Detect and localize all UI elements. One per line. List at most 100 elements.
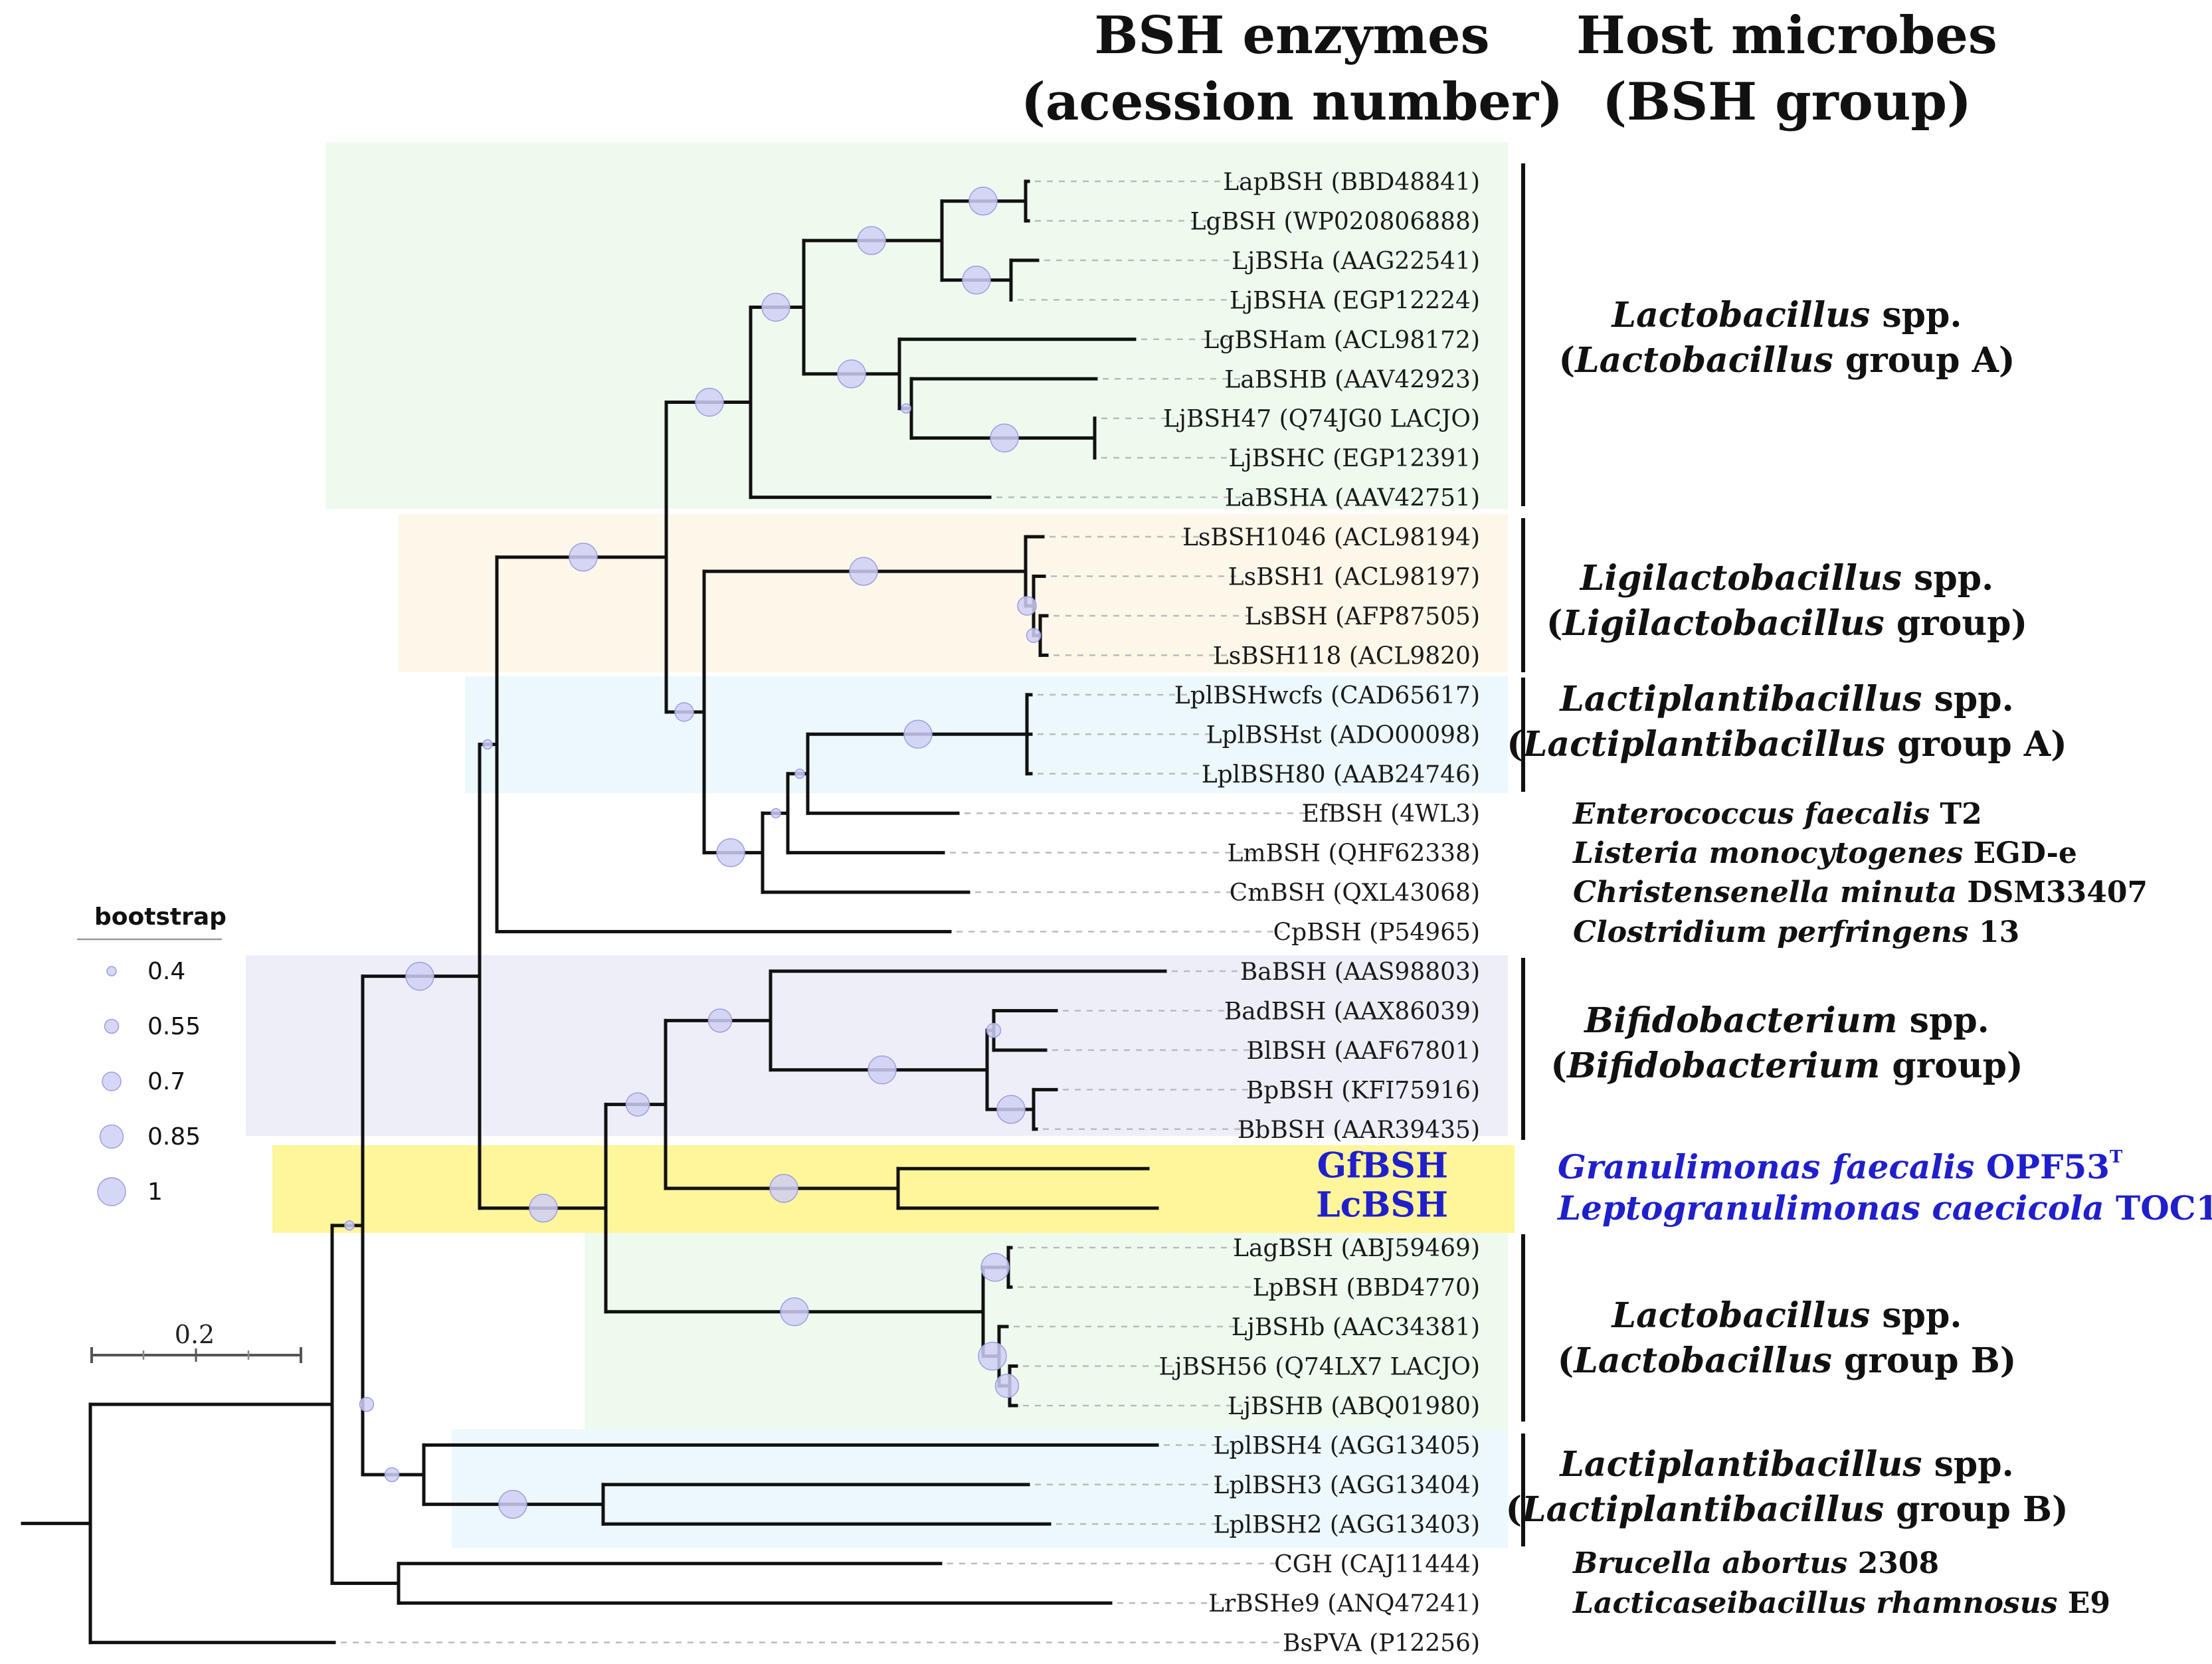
bootstrap-marker-n_lb2 [994,1373,1020,1398]
bootstrap-marker-n_cr [405,961,434,991]
bootstrap-marker-n_bg [625,1092,650,1117]
legend-label: 0.85 [147,1123,201,1151]
header-accession-number: (acession number) [1021,72,1563,132]
bootstrap-marker-n_in [359,1396,375,1412]
leaf-label: EfBSH (4WL3) [1302,800,1480,828]
bootstrap-marker-n_l3 [849,557,878,586]
bootstrap-marker-n_a4 [990,423,1019,453]
bootstrap-marker-n_p2 [794,769,805,779]
bootstrap-marker-n_mid [344,1220,355,1231]
group-label-lactiplantibacillus-b: Lactiplantibacillus spp. [1558,1444,2013,1485]
host-label-leptogranulimonas: Leptogranulimonas caecicola TOC12T [1556,1188,2212,1228]
host-label-enterococcus: Enterococcus faecalis T2 [1572,797,1982,831]
bootstrap-marker-n_a3 [857,226,886,255]
bootstrap-marker-n_p4 [716,838,745,868]
group-label-ligilactobacillus: Ligilactobacillus spp. [1579,558,1994,599]
bootstrap-marker-n_a6 [837,359,866,389]
bootstrap-marker-n_pb2 [384,1467,400,1483]
bootstrap-marker-n_b3 [868,1055,897,1085]
header-host-microbes: Host microbes [1576,5,1997,66]
leaf-label: CGH (CAJ11444) [1274,1551,1480,1578]
bg-lactobacillus-group-b [585,1233,1508,1430]
legend-title: bootstrap [94,903,227,931]
group-label-bifidobacterium-line2: (Bifidobacterium group) [1550,1046,2023,1086]
group-label-bifidobacterium: Bifidobacterium spp. [1583,1000,1989,1041]
bootstrap-marker-n_l2 [1017,596,1037,616]
leaf-label: LplBSH80 (AAB24746) [1202,761,1480,788]
group-label-ligilactobacillus-line2: (Ligilactobacillus group) [1546,603,2027,644]
group-label-lactiplantibacillus-a-line2: (Lactiplantibacillus group A) [1507,724,2067,765]
leaf-label: LapBSH (BBD48841) [1223,169,1480,196]
legend-label: 0.4 [147,958,185,985]
leaf-label: BsPVA (P12256) [1283,1630,1480,1657]
bootstrap-marker-n_p3 [771,808,781,818]
leaf-label: LsBSH (AFP87505) [1245,603,1480,630]
bg-ligilactobacillus-group [399,514,1508,672]
host-label-granulimonas: Granulimonas faecalis OPF53T [1558,1147,2123,1186]
legend-label: 0.7 [147,1068,185,1095]
legend-marker [102,1071,122,1091]
bootstrap-marker-n_lb3 [978,1341,1007,1371]
bootstrap-marker-n_lp [674,702,694,722]
bootstrap-marker-n_llp [569,542,598,572]
leaf-label: LgBSH (WP020806888) [1190,208,1480,235]
leaf-label: LaBSHB (AAV42923) [1224,366,1480,393]
leaf-label: BpBSH (KFI75916) [1246,1077,1480,1104]
bootstrap-marker-n_bgl [529,1193,558,1223]
header-bsh-enzymes: BSH enzymes [1094,5,1489,66]
legend-label: 1 [147,1178,163,1206]
leaf-label: LaBSHA (AAV42751) [1225,485,1480,512]
tree-branches [21,179,1167,1645]
bg-bifidobacterium-group [246,955,1508,1136]
bootstrap-marker-n_lb4 [780,1297,809,1327]
host-label-christensenella: Christensenella minuta DSM33407 [1573,876,2148,909]
bootstrap-marker-n_a7 [761,292,790,322]
host-labels: Enterococcus faecalis T2 Listeria monocy… [1556,797,2212,1620]
bootstrap-legend: bootstrap 0.4 0.55 0.7 0.85 1 [77,903,227,1206]
leaf-label: CpBSH (P54965) [1273,919,1480,947]
leaf-label: LjBSHB (ABQ01980) [1228,1393,1480,1420]
leaf-label: LplBSHst (ADO00098) [1206,721,1480,749]
header-bsh-group: (BSH group) [1602,72,1972,132]
bootstrap-marker-n_up [482,739,493,750]
scale-bar-label: 0.2 [175,1320,215,1349]
bootstrap-marker-n_g1 [769,1174,798,1203]
leaf-label: CmBSH (QXL43068) [1230,879,1480,907]
group-label-lactiplantibacillus-a: Lactiplantibacillus spp. [1558,679,2013,719]
leaf-label: LplBSH4 (AGG13405) [1214,1432,1480,1459]
bootstrap-marker-n_b2 [996,1095,1026,1124]
leaf-label: LplBSHwcfs (CAD65617) [1174,682,1480,709]
leaf-labels: LapBSH (BBD48841) LgBSH (WP020806888) LjBS… [1158,169,1480,1657]
legend-items: 0.4 0.55 0.7 0.85 1 [97,958,201,1206]
leaf-label: LjBSHC (EGP12391) [1229,445,1480,472]
bootstrap-marker-n_a2 [962,265,991,295]
leaf-label: LcBSH [1316,1185,1448,1226]
leaf-label: BaBSH (AAS98803) [1240,959,1480,986]
leaf-label: LjBSH56 (Q74LX7 LACJO) [1158,1354,1480,1381]
legend-label: 0.55 [147,1013,201,1040]
leaf-guide-lines [341,180,1310,1643]
leaf-label: LrBSHe9 (ANQ47241) [1208,1590,1480,1618]
legend-marker [97,1177,126,1206]
leaf-label: LjBSH47 (Q74JG0 LACJO) [1163,406,1480,433]
bootstrap-marker-n_b4 [707,1008,733,1033]
bootstrap-marker-n_a5 [901,403,911,414]
leaf-label: LmBSH (QHF62338) [1228,840,1481,868]
leaf-label: LsBSH1 (ACL98197) [1228,564,1480,591]
legend-marker [106,966,117,976]
leaf-label: LplBSH2 (AGG13403) [1214,1511,1480,1538]
bootstrap-marker-n_a1 [968,186,998,216]
bg-lactobacillus-group-a [325,142,1508,509]
leaf-label: BbBSH (AAR39435) [1238,1117,1480,1144]
group-label-lactobacillus-b-line2: (Lactobacillus group B) [1558,1340,2017,1381]
scale-bar: 0.2 [90,1320,302,1363]
bootstrap-marker-n_a8 [695,387,724,417]
group-label-lactobacillus-b: Lactobacillus spp. [1611,1295,1962,1336]
leaf-label: BadBSH (AAX86039) [1224,998,1480,1025]
column-headers: BSH enzymes (acession number) Host micro… [1021,5,1997,132]
group-label-lactobacillus-a: Lactobacillus spp. [1611,295,1962,335]
leaf-label: LjBSHA (EGP12224) [1230,287,1480,314]
leaf-label: LagBSH (ABJ59469) [1233,1235,1480,1262]
leaf-label: GfBSH [1317,1145,1448,1186]
